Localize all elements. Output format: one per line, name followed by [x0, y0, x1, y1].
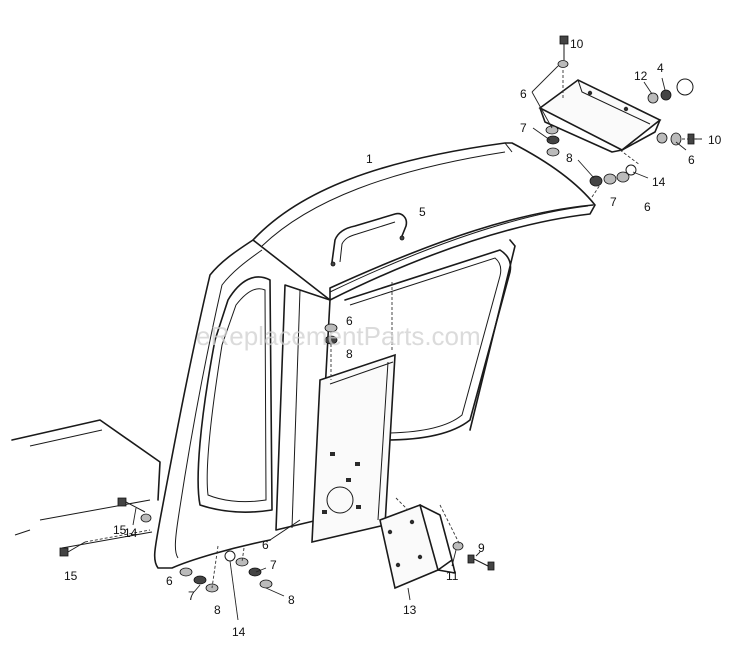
upper-right-bracket: [538, 79, 668, 153]
fender-shell: [153, 142, 596, 569]
leader-lines: [84, 65, 700, 621]
callout-10-right: 10: [708, 133, 722, 147]
callout-15-upper: 15: [113, 523, 127, 537]
callout-8-center: 8: [346, 347, 353, 361]
callout-8-bottom: 8: [288, 593, 295, 607]
callout-6-top: 6: [520, 87, 527, 101]
callout-11: 11: [446, 569, 459, 583]
callout-8-bottom-left: 8: [214, 603, 221, 617]
callout-14-right: 14: [652, 175, 666, 189]
callout-6-bottom-left: 6: [166, 574, 173, 588]
callout-6-right: 6: [688, 153, 695, 167]
callout-7-top: 7: [520, 121, 527, 135]
center-mounting-plate: [311, 353, 396, 544]
callout-5: 5: [419, 205, 426, 219]
callout-12: 12: [634, 69, 648, 83]
callout-7-bottom-left: 7: [188, 589, 195, 603]
callout-8-right: 8: [566, 151, 573, 165]
callout-10-top: 10: [570, 37, 584, 51]
callout-6-center: 6: [346, 314, 353, 328]
callout-7-bottom: 7: [270, 558, 277, 572]
watermark-text: eReplacementParts.com: [196, 321, 481, 351]
callout-9: 9: [478, 541, 485, 555]
callout-13: 13: [403, 603, 417, 617]
callout-4: 4: [657, 61, 664, 75]
hardware: [59, 35, 702, 593]
callout-14-bottom: 14: [232, 625, 246, 639]
callout-6-bottom: 6: [262, 538, 269, 552]
grab-handle: [330, 212, 408, 267]
callout-15-lower: 15: [64, 569, 78, 583]
callout-6-right-lower: 6: [644, 200, 651, 214]
callout-7-right: 7: [610, 195, 617, 209]
lower-bracket-13: [379, 503, 456, 590]
callout-labels: 1 4 5 6 6 6 6 6 6 7 7 7 7 8 8 8 8 9 10 1…: [64, 37, 722, 639]
platform-panel: [11, 419, 161, 549]
callout-14-left: 14: [124, 526, 138, 540]
callout-1: 1: [366, 152, 373, 166]
